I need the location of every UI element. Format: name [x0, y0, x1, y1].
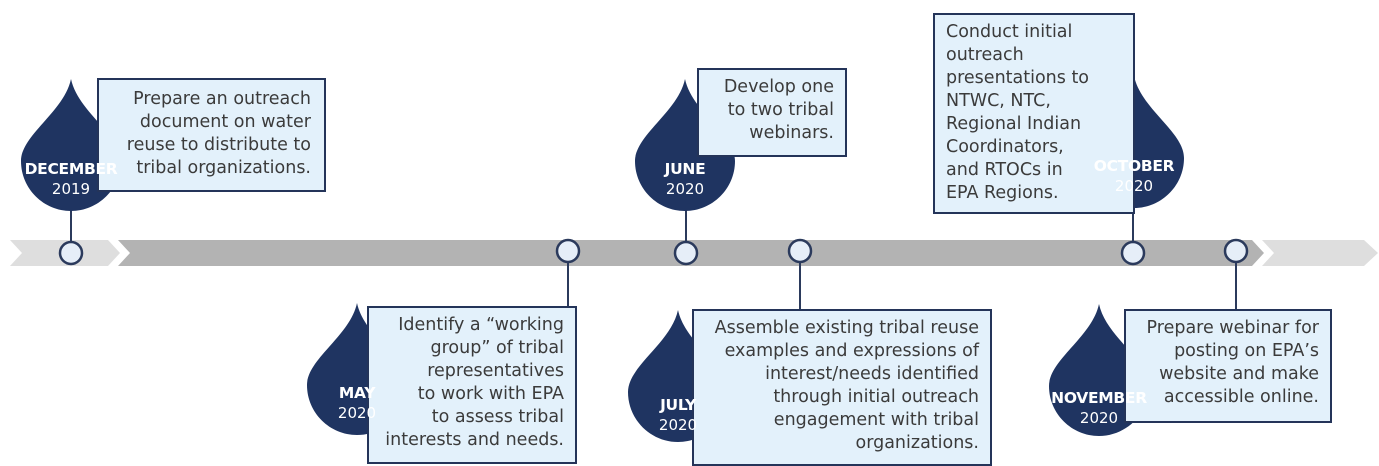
milestone-text: Develop one to two tribal webinars.: [723, 77, 834, 143]
year-label: 2020: [658, 416, 698, 434]
milestone-box-may2020: Identify a “working group” of tribal rep…: [367, 306, 577, 464]
milestone-box-dec2019: Prepare an outreach document on water re…: [97, 78, 326, 192]
milestone-box-jun2020: Develop one to two tribal webinars.: [697, 68, 847, 157]
drop-label-jul2020: JULY 2020: [608, 396, 748, 436]
milestone-text: Identify a “working group” of tribal rep…: [385, 315, 564, 450]
drop-dec2019: [21, 79, 121, 211]
drop-label-oct2020: OCTOBER 2020: [1064, 157, 1204, 197]
node-may2020: [555, 238, 581, 264]
year-label: 2020: [1079, 409, 1119, 427]
month-label: DECEMBER: [24, 160, 118, 178]
node-jun2020: [673, 240, 699, 266]
milestone-box-oct2020: Conduct initial outreach presentations t…: [933, 13, 1135, 214]
timeline-nodes: [58, 238, 1249, 266]
drop-label-nov2020: NOVEMBER 2020: [1029, 389, 1169, 429]
milestone-text: Prepare an outreach document on water re…: [126, 89, 311, 178]
year-label: 2020: [337, 404, 377, 422]
drop-label-jun2020: JUNE 2020: [615, 160, 755, 200]
node-oct2020: [1120, 240, 1146, 266]
year-label: 2019: [51, 180, 91, 198]
milestone-box-nov2020: Prepare webinar for posting on EPA’s web…: [1124, 309, 1332, 423]
milestone-text: Conduct initial outreach presentations t…: [946, 22, 1090, 203]
year-label: 2020: [1114, 177, 1154, 195]
drop-label-dec2019: DECEMBER 2019: [1, 160, 141, 200]
month-label: JULY: [660, 396, 696, 414]
drop-jun2020: [635, 79, 735, 211]
drop-label-may2020: MAY 2020: [287, 384, 427, 424]
month-label: JUNE: [664, 160, 706, 178]
node-nov2020: [1223, 238, 1249, 264]
month-label: OCTOBER: [1093, 157, 1175, 175]
node-jul2020: [787, 238, 813, 264]
month-label: NOVEMBER: [1051, 389, 1147, 407]
node-dec2019: [58, 240, 84, 266]
timeline-right-chevron: [1262, 240, 1378, 266]
milestone-text: Prepare webinar for posting on EPA’s web…: [1146, 318, 1319, 407]
month-label: MAY: [338, 384, 376, 402]
year-label: 2020: [665, 180, 705, 198]
connector-lines: [70, 207, 1237, 309]
milestone-box-jul2020: Assemble existing tribal reuse examples …: [692, 309, 992, 466]
milestone-text: Assemble existing tribal reuse examples …: [714, 318, 979, 453]
